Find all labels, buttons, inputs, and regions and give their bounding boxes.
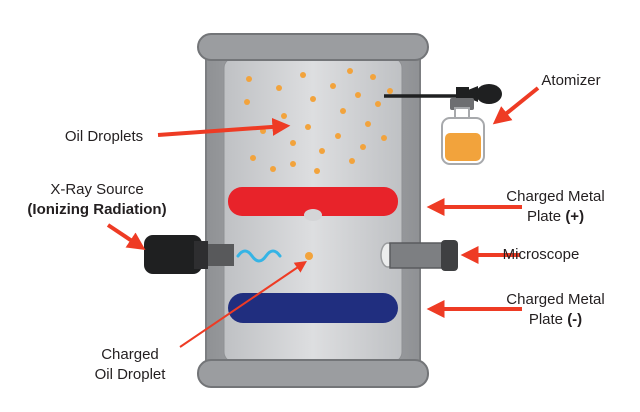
oil-droplet <box>290 161 296 167</box>
oil-droplet <box>365 121 371 127</box>
atomizer <box>384 84 502 165</box>
oil-droplet <box>290 140 296 146</box>
oil-droplet <box>381 135 387 141</box>
plate-negative-sign: (-) <box>567 311 583 328</box>
atomizer-arrow <box>492 86 540 125</box>
oil-droplet <box>387 88 393 94</box>
xray-source-collar <box>200 244 234 266</box>
atomizer-label: Atomizer <box>541 72 601 89</box>
plate-hole <box>304 209 322 221</box>
bottle-liquid <box>445 133 481 161</box>
oil-droplet <box>375 101 381 107</box>
charged-plate-positive <box>228 187 398 216</box>
oil-droplet <box>347 68 353 74</box>
oil-droplet <box>300 72 306 78</box>
oil-droplet <box>270 166 276 172</box>
oil-droplet <box>244 99 250 105</box>
charged-droplet-line <box>179 260 307 348</box>
plate-negative-label-line2: Plate (-) <box>471 310 640 330</box>
plate-word: Plate <box>528 311 564 328</box>
charged-oil-droplet <box>305 252 313 260</box>
xray-wave <box>236 249 282 263</box>
oil-droplet <box>250 155 256 161</box>
xray-source-label: X-Ray Source (Ionizing Radiation) <box>8 180 186 220</box>
plate-word: Plate <box>526 208 562 225</box>
xray-source <box>144 235 234 274</box>
plate-positive-label-line2: Plate (+) <box>471 207 640 227</box>
chamber-top-rim <box>197 33 429 61</box>
oil-droplet <box>360 144 366 150</box>
oil-droplet <box>314 168 320 174</box>
callout-arrows <box>106 86 540 348</box>
oil-droplet <box>246 76 252 82</box>
oil-droplet <box>281 113 287 119</box>
plate-positive-sign: (+) <box>565 208 585 225</box>
microscope-label: Microscope <box>502 246 580 263</box>
xray-source-arrow <box>106 223 146 250</box>
microscope-endcap <box>441 240 458 271</box>
oil-droplet <box>319 148 325 154</box>
charged-plate-negative <box>228 293 398 323</box>
oil-droplet <box>330 83 336 89</box>
oil-droplets-label: Oil Droplets <box>64 128 144 145</box>
plate-negative-label-line1: Charged Metal <box>506 291 605 308</box>
oil-droplet <box>355 92 361 98</box>
xray-source-label-line2: (Ionizing Radiation) <box>27 201 167 218</box>
xray-source-nozzle <box>194 241 208 269</box>
oil-droplet <box>305 124 311 130</box>
oil-droplets <box>244 68 393 174</box>
microscope <box>380 240 458 271</box>
oil-droplet <box>349 158 355 164</box>
oil-droplet <box>276 85 282 91</box>
charged-droplet-label-line1: Charged <box>101 346 159 363</box>
xray-source-body <box>144 235 202 274</box>
charged-plate-negative-label: Charged Metal Plate (-) <box>471 290 640 330</box>
charged-oil-droplet-label: Charged Oil Droplet <box>70 345 190 385</box>
oil-droplet <box>370 74 376 80</box>
oil-droplet <box>340 108 346 114</box>
oil-droplet <box>335 133 341 139</box>
microscope-tube <box>389 242 445 269</box>
charged-droplet-label-line2: Oil Droplet <box>94 366 166 383</box>
oil-droplet <box>310 96 316 102</box>
charged-plate-positive-label: Charged Metal Plate (+) <box>471 187 640 227</box>
oil-droplets-arrow <box>157 117 291 137</box>
atomizer-bulb <box>476 84 502 104</box>
plate-positive-label-line1: Charged Metal <box>506 188 605 205</box>
xray-source-label-line1: X-Ray Source <box>50 181 144 198</box>
chamber-bottom-rim <box>197 359 429 388</box>
